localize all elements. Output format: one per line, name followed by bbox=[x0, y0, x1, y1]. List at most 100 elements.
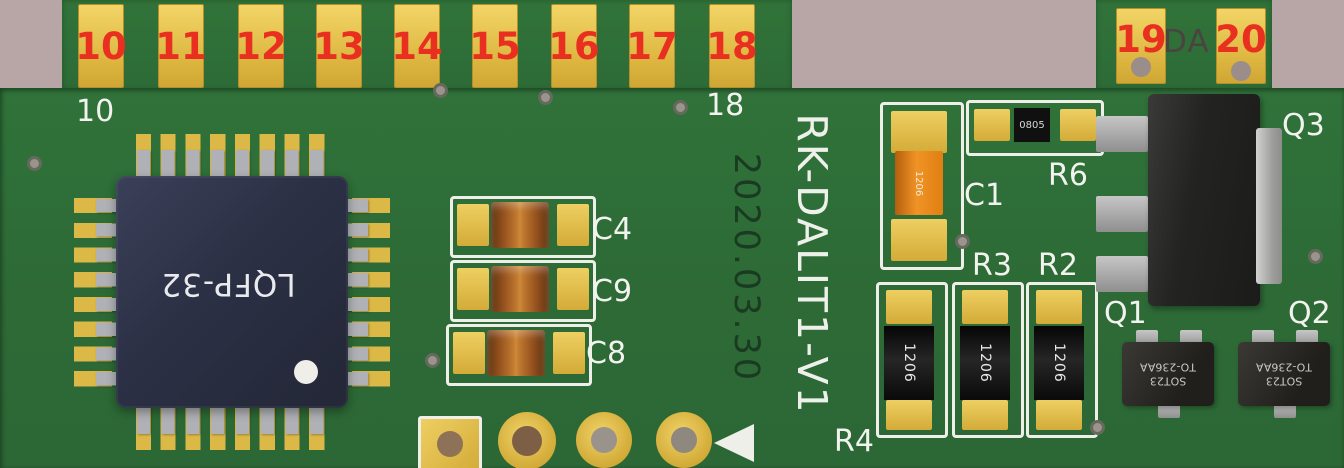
solder-pad bbox=[1036, 290, 1082, 324]
via bbox=[27, 156, 42, 171]
label-c4: C4 bbox=[592, 212, 633, 247]
size-code: 1206 bbox=[900, 343, 917, 383]
through-hole-pad-round bbox=[576, 412, 632, 468]
solder-pad bbox=[557, 204, 589, 246]
pad-hole bbox=[1131, 57, 1151, 77]
package-line2: TO-236AA bbox=[1139, 361, 1196, 374]
transistor-q3-body bbox=[1148, 94, 1260, 306]
silkscreen-board-name: RK-DALIT1-V1 bbox=[788, 113, 836, 415]
transistor-q1-body: SOT23 TO-236AA bbox=[1122, 342, 1214, 406]
capacitor-c9 bbox=[450, 260, 596, 322]
edge-pad-11: 11 bbox=[155, 4, 207, 88]
resistor-r2: 1206 bbox=[1026, 282, 1098, 438]
edge-pad-19: 19 bbox=[1115, 8, 1167, 84]
capacitor-c8 bbox=[446, 324, 592, 386]
sot23-pin bbox=[1274, 402, 1296, 418]
silkscreen-date: 2020.03.30 bbox=[726, 152, 766, 384]
capacitor-c1: 1206 bbox=[880, 102, 964, 270]
size-code: 1206 bbox=[976, 343, 993, 383]
resistor-body: 1206 bbox=[884, 326, 934, 400]
package-line1: SOT23 bbox=[1265, 374, 1303, 388]
solder-pad bbox=[553, 332, 585, 374]
edge-pad-15: 15 bbox=[469, 4, 521, 88]
label-r3: R3 bbox=[972, 248, 1012, 283]
silkscreen-pin18: 18 bbox=[706, 88, 745, 123]
pad-number: 13 bbox=[313, 24, 365, 68]
pad-number: 12 bbox=[235, 24, 287, 68]
transistor-q3-tab bbox=[1256, 128, 1282, 284]
mcu-package-label: LQFP-32 bbox=[160, 266, 296, 302]
edge-pad-20: 20 bbox=[1215, 8, 1267, 84]
solder-pad bbox=[974, 109, 1010, 141]
solder-pad bbox=[886, 400, 932, 430]
capacitor-c4 bbox=[450, 196, 596, 258]
resistor-r3: 1206 bbox=[952, 282, 1024, 438]
label-c8: C8 bbox=[586, 336, 627, 371]
q3-pin bbox=[1096, 196, 1148, 232]
label-r2: R2 bbox=[1038, 248, 1078, 283]
solder-pad bbox=[1060, 109, 1096, 141]
capacitor-body bbox=[491, 202, 549, 248]
pad-hole bbox=[1231, 61, 1251, 81]
label-q2: Q2 bbox=[1288, 296, 1331, 331]
solder-pad bbox=[886, 290, 932, 324]
through-hole-pad-round bbox=[656, 412, 712, 468]
label-q1: Q1 bbox=[1104, 296, 1147, 331]
label-r4: R4 bbox=[834, 424, 874, 459]
package-text: SOT23 TO-236AA bbox=[1256, 360, 1312, 388]
pad-hole bbox=[512, 426, 542, 456]
edge-pad-18: 18 bbox=[706, 4, 758, 88]
edge-pad-14: 14 bbox=[391, 4, 443, 88]
mcu-pin1-dot bbox=[294, 360, 318, 384]
size-code: 0805 bbox=[1019, 119, 1045, 131]
package-line2: TO-236AA bbox=[1255, 361, 1312, 374]
solder-pad bbox=[457, 268, 489, 310]
pad-hole bbox=[671, 427, 697, 453]
resistor-body: 1206 bbox=[960, 326, 1010, 400]
pad-number: 18 bbox=[706, 24, 758, 68]
label-c9: C9 bbox=[592, 274, 633, 309]
edge-pad-12: 12 bbox=[235, 4, 287, 88]
size-code: 1206 bbox=[1050, 343, 1067, 383]
resistor-body: 0805 bbox=[1014, 108, 1050, 142]
package-text: SOT23 TO-236AA bbox=[1140, 360, 1196, 388]
via bbox=[1308, 249, 1323, 264]
solder-pad bbox=[962, 290, 1008, 324]
pad-number: 19 bbox=[1115, 18, 1167, 61]
sot23-pin bbox=[1158, 402, 1180, 418]
lqfp-pins-top bbox=[137, 150, 335, 180]
via bbox=[538, 90, 553, 105]
transistor-q2-body: SOT23 TO-236AA bbox=[1238, 342, 1330, 406]
label-q3: Q3 bbox=[1282, 108, 1325, 143]
through-hole-pad-square bbox=[418, 416, 482, 468]
solder-pad bbox=[457, 204, 489, 246]
pad-number: 10 bbox=[75, 24, 127, 68]
pad-number: 11 bbox=[155, 24, 207, 68]
label-r6: R6 bbox=[1048, 158, 1088, 193]
capacitor-body bbox=[487, 330, 545, 376]
size-code: 1206 bbox=[913, 170, 925, 196]
package-line1: SOT23 bbox=[1149, 374, 1187, 388]
pad-number: 16 bbox=[548, 24, 600, 68]
through-hole-pad-round bbox=[498, 412, 556, 468]
pad-number: 20 bbox=[1215, 18, 1267, 61]
solder-pad bbox=[891, 219, 947, 261]
edge-pad-16: 16 bbox=[548, 4, 600, 88]
pad-number: 17 bbox=[626, 24, 678, 68]
capacitor-body bbox=[491, 266, 549, 312]
label-c1: C1 bbox=[964, 178, 1005, 213]
solder-pad bbox=[1036, 400, 1082, 430]
pad-number: 15 bbox=[469, 24, 521, 68]
silkscreen-da: DA bbox=[1163, 24, 1210, 60]
capacitor-body: 1206 bbox=[895, 151, 943, 215]
pad-number: 14 bbox=[391, 24, 443, 68]
edge-pad-10: 10 bbox=[75, 4, 127, 88]
via bbox=[433, 83, 448, 98]
pad-hole bbox=[437, 431, 463, 457]
solder-pad bbox=[891, 111, 947, 153]
solder-pad bbox=[453, 332, 485, 374]
q3-pin bbox=[1096, 256, 1148, 292]
resistor-r4: 1206 bbox=[876, 282, 948, 438]
edge-pad-13: 13 bbox=[313, 4, 365, 88]
resistor-r6: 0805 bbox=[966, 100, 1104, 156]
